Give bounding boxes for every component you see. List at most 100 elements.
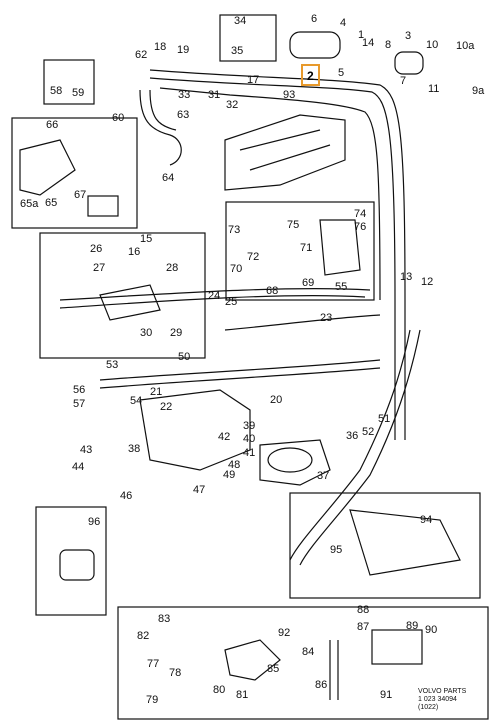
part-label: 84 [302, 646, 315, 658]
part-label: 66 [46, 119, 59, 131]
part-label: 83 [158, 613, 171, 625]
part-label: 30 [140, 327, 153, 339]
part-label: 14 [362, 37, 375, 49]
part-label: 58 [50, 85, 63, 97]
part-label: 22 [160, 401, 173, 413]
footer-code1: 1 023 34094 [418, 696, 457, 703]
part-label: 7 [400, 75, 407, 87]
part-label: 52 [362, 426, 375, 438]
part-label: 94 [420, 514, 433, 526]
part-label: 6 [311, 13, 318, 25]
part-label: 35 [231, 45, 244, 57]
part-label: 80 [213, 684, 226, 696]
part-label: 37 [317, 470, 330, 482]
part-label: 77 [147, 658, 160, 670]
part-label: 65a [20, 198, 39, 210]
part-label: 54 [130, 395, 143, 407]
part-label: 50 [178, 351, 191, 363]
part-label: 55 [335, 281, 348, 293]
part-label: 5 [338, 67, 345, 79]
part-label: 51 [378, 413, 391, 425]
part-label: 9a [472, 85, 485, 97]
inset-box-65-67 [11, 117, 138, 229]
part-label: 26 [90, 243, 103, 255]
part-label: 15 [140, 233, 153, 245]
part-label: 46 [120, 490, 133, 502]
part-label: 62 [135, 49, 148, 61]
part-label: 47 [193, 484, 206, 496]
air-cleaner [224, 114, 346, 191]
part-label: 38 [128, 443, 141, 455]
part-label: 44 [72, 461, 85, 473]
part-label: 32 [226, 99, 239, 111]
part-label: 33 [178, 89, 191, 101]
footer-reference: VOLVO PARTS 1 023 34094 (1022) [418, 688, 488, 712]
part-label: 70 [230, 263, 243, 275]
part-label: 18 [154, 41, 167, 53]
part-label: 19 [177, 44, 190, 56]
part-label: 86 [315, 679, 328, 691]
inset-box-77-92 [117, 606, 489, 720]
part-label: 65 [45, 197, 58, 209]
part-label: 34 [234, 15, 247, 27]
part-label: 28 [166, 262, 179, 274]
part-label: 10a [456, 40, 475, 52]
inset-box-96 [35, 506, 107, 616]
inset-box-top [219, 14, 277, 62]
part-label: 95 [330, 544, 343, 556]
part-label: 68 [266, 285, 279, 297]
part-label: 96 [88, 516, 101, 528]
valve-66 [19, 139, 76, 196]
footer-code2: (1022) [418, 704, 439, 711]
module-67 [87, 195, 119, 217]
throttle-85 [224, 639, 281, 681]
part-label: 48 [228, 459, 241, 471]
part-label: 64 [162, 172, 175, 184]
inset-box-68-76 [225, 201, 375, 301]
part-label: 11 [428, 83, 440, 95]
injector-86 [329, 640, 339, 700]
part-label: 67 [74, 189, 87, 201]
fuel-tank-94 [349, 509, 461, 576]
fuel-pump-2 [289, 31, 341, 59]
part-label: 82 [137, 630, 150, 642]
part-label: 1 [358, 29, 365, 41]
footer-brand: VOLVO PARTS [418, 688, 467, 695]
filter-96 [59, 549, 95, 581]
part-label: 93 [283, 89, 296, 101]
part-label: 49 [223, 469, 236, 481]
intake-manifold [139, 389, 251, 471]
part-label: 3 [405, 30, 412, 42]
relay-89 [371, 629, 423, 665]
part-label: 4 [340, 17, 347, 29]
part-label: 21 [150, 386, 163, 398]
inset-box-58-59 [43, 59, 95, 105]
part-label: 69 [302, 277, 315, 289]
part-label: 16 [128, 246, 141, 258]
part-label: 72 [247, 251, 260, 263]
carb-37 [259, 439, 331, 486]
part-label: 88 [357, 604, 370, 616]
part-label: 20 [270, 394, 283, 406]
part-label: 89 [406, 620, 419, 632]
part-label: 87 [357, 621, 370, 633]
highlighted-part-box[interactable]: 2 [301, 64, 320, 86]
part-label: 57 [73, 398, 86, 410]
fuel-line-main [149, 69, 406, 440]
part-label: 10 [426, 39, 439, 51]
highlighted-part-number: 2 [307, 69, 314, 83]
part-label: 27 [93, 262, 106, 274]
part-label: 41 [243, 447, 256, 459]
part-label: 13 [400, 271, 413, 283]
part-label: 60 [112, 112, 125, 124]
part-label: 63 [177, 109, 190, 121]
part-label: 17 [247, 74, 260, 86]
throttle-body [99, 284, 161, 321]
part-label: 53 [106, 359, 119, 371]
part-label: 43 [80, 444, 93, 456]
part-label: 73 [228, 224, 241, 236]
part-label: 74 [354, 208, 367, 220]
part-label: 78 [169, 667, 182, 679]
